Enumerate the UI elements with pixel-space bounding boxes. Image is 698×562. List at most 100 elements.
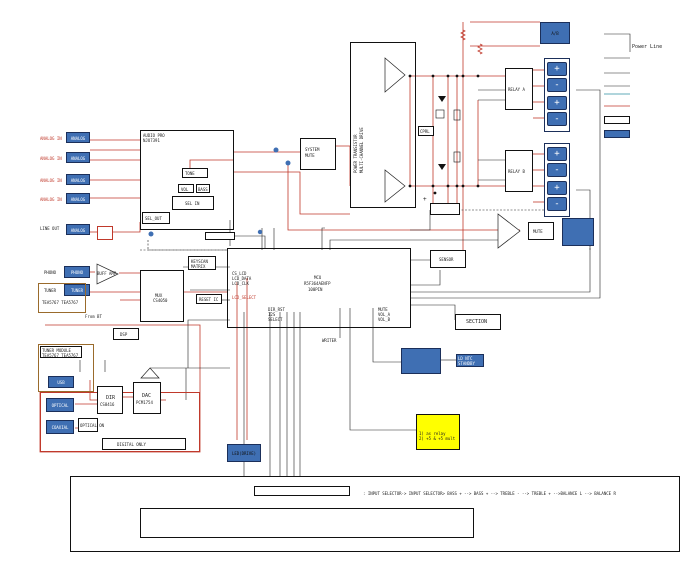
optical-in: OPTICAL <box>46 398 74 412</box>
mcu-part: R5F364AENFP <box>304 281 331 286</box>
vol-box: VOL <box>178 184 194 193</box>
mute-box: MUTE <box>528 222 554 240</box>
tuner-box-label: TUNER <box>70 288 84 293</box>
amplifier-triangles <box>96 57 521 379</box>
mcu-block: MCU R5F364AENFP 100PIN LCD_SELECT CS_LCD… <box>227 248 411 328</box>
relay-a: RELAY A <box>505 68 533 110</box>
legend-box-white <box>604 116 630 124</box>
protection-box <box>430 203 460 215</box>
resistors <box>460 29 483 55</box>
mcu-pin-9: SELECT <box>268 317 283 322</box>
display-connector <box>254 486 350 496</box>
analog-in-2-label: ANALOG IN <box>40 156 62 161</box>
mux-line2: CS4050 <box>153 298 168 303</box>
analog-in-3-label: ANALOG IN <box>40 178 62 183</box>
section-box: SECTION <box>455 314 501 330</box>
analog-in-3-box: ANALOG <box>70 178 86 183</box>
sensor-box: SENSOR <box>430 250 466 268</box>
keyscan-line2: MATRIX <box>191 264 206 269</box>
coax-note: OPTICAL ON <box>80 423 105 428</box>
usb-tuner-module: TUNER MODULE TEA5767 TEA5767 <box>40 346 82 358</box>
mcu-pin-7: DIR_RST <box>268 307 285 312</box>
bass-label: BASS <box>198 187 208 192</box>
line-out-buffer <box>97 226 113 240</box>
mcu-pin-5: VOL_A <box>378 312 391 317</box>
terminal-a3: + <box>554 98 560 108</box>
mcu-pins: 100PIN <box>308 287 323 292</box>
relay-a-label: RELAY A <box>508 87 525 92</box>
tone-label: TONE <box>185 171 195 176</box>
mcu-pin-0: LCD_SELECT <box>232 295 257 300</box>
terminal-a2: - <box>554 80 560 90</box>
ab-switch: A/B <box>540 22 570 44</box>
dir-line1: DIR <box>106 395 116 401</box>
usb-label: USB <box>57 380 65 385</box>
power-amp-sub: MULTI-CHANNEL DRIVE <box>359 127 364 173</box>
lcd-window <box>140 508 474 538</box>
standby-line2: STANDBY <box>458 361 475 366</box>
menu-sequence: : INPUT SELECTOR-> INPUT SELECTOR> BASS … <box>363 491 616 496</box>
analog-in-1: ANALOG <box>66 132 90 143</box>
mcu-title: MCU <box>314 275 322 280</box>
audio-processor: AUDIO PRO NJU7391 <box>140 130 234 230</box>
mcu-pin-2: LCD_DATA <box>232 276 252 281</box>
standby-line1: LD NTC <box>458 356 473 361</box>
sel-out-box: SEL_OUT <box>142 212 170 224</box>
standby-module <box>401 348 441 374</box>
sel-in-box: SEL IN <box>172 196 214 210</box>
standby-small: LD NTC STANDBY <box>456 354 484 367</box>
dac-box: DAC PCM1754 <box>133 382 161 414</box>
system-mute-box: SYSTEM MUTE <box>300 138 336 170</box>
opamp-label: BUFF AMP <box>97 271 117 276</box>
mute-label: MUTE <box>533 229 543 234</box>
digital-only-box: DIGITAL ONLY <box>102 438 186 450</box>
section-label: SECTION <box>466 319 488 325</box>
mcu-pin-8: I2S <box>268 312 276 317</box>
dac-line1: DAC <box>142 393 152 399</box>
tuner-module-part: TEA5767 TEA5767 <box>42 300 79 305</box>
headphone-out <box>562 218 594 246</box>
terminal-a1: + <box>554 64 560 74</box>
relay-b-label: RELAY B <box>508 169 525 174</box>
phono-jack: PHONO <box>64 266 90 278</box>
analog-in-3: ANALOG <box>66 174 90 185</box>
terminal-b3: + <box>554 183 560 193</box>
junction-dots <box>148 147 291 237</box>
mux-box: MUX CS4050 <box>140 270 184 322</box>
writer-label: WRITER <box>322 338 337 343</box>
dsp-label: DSP <box>120 332 128 337</box>
coaxial-label: COAXIAL <box>51 425 69 430</box>
terminal-b1: + <box>554 149 560 159</box>
coax-note-box: OPTICAL ON <box>78 418 104 432</box>
analog-in-2-box: ANALOG <box>70 156 86 161</box>
bass-box: BASS <box>196 184 210 193</box>
keyscan-line1: KEYSCAN <box>191 259 208 264</box>
mcu-pin-1: CS_LCD <box>232 271 247 276</box>
relay-b: RELAY B <box>505 150 533 192</box>
note-line2: 2) +5 & +5 mult <box>419 436 456 441</box>
cprl-label: CPRL <box>420 129 430 134</box>
tuner-module-frame <box>38 283 86 313</box>
tuner-label: TUNER <box>44 288 57 293</box>
sensor-label: SENSOR <box>439 257 454 262</box>
led-driver: LED(DRIVE) <box>227 444 261 462</box>
analog-in-1-label: ANALOG IN <box>40 136 62 141</box>
reset-box: RESET IC <box>196 294 222 304</box>
usb-module-line1: TUNER MODULE <box>42 348 71 353</box>
keyscan-box: KEYSCAN MATRIX <box>188 256 216 270</box>
terminal-a4: - <box>554 114 560 124</box>
reset-label: RESET IC <box>199 297 219 302</box>
power-amp-title: POWER TRANSISTOR <box>353 134 358 173</box>
mcu-pin-6: VOL_B <box>378 317 391 322</box>
power-wiring <box>39 21 545 453</box>
power-line-legend <box>604 33 631 87</box>
digital-only-label: DIGITAL ONLY <box>117 442 146 447</box>
mcu-pin-3: LCD_CLK <box>232 281 249 286</box>
audio-pro-part: NJU7391 <box>143 138 160 143</box>
cprl-box: CPRL <box>418 126 434 136</box>
power-line-label: Power Line <box>632 44 663 50</box>
mcu-pin-4: MUTE <box>378 307 388 312</box>
usb-module-line2: TEA5767 TEA5767 <box>42 353 79 358</box>
